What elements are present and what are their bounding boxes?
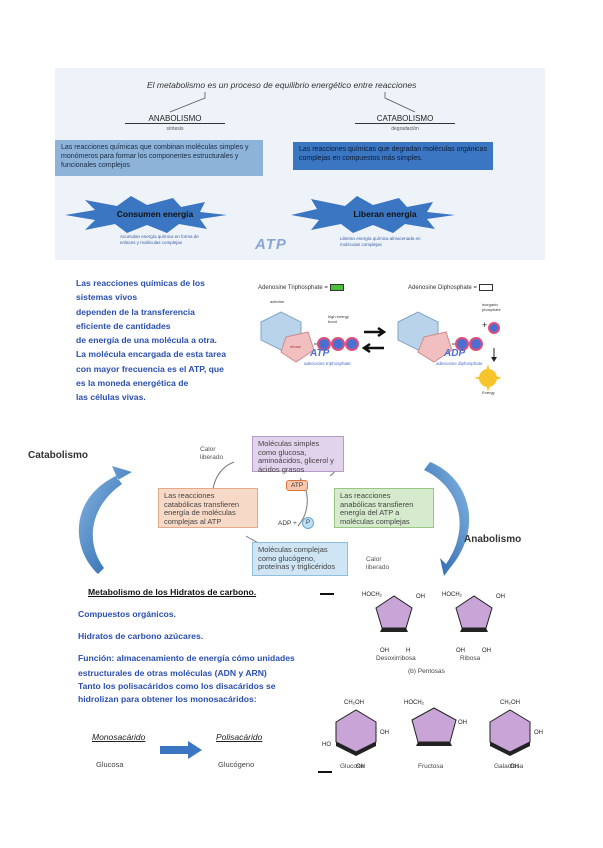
- galactosa-ring: [489, 709, 531, 756]
- monosacarido-label: Monosacárido: [92, 732, 146, 742]
- atp-text-line: Las reacciones químicas de los: [76, 278, 205, 288]
- ring-text: CH₂OH: [344, 700, 364, 706]
- pentoses-structures: HOCH₂ OH HOCH₂ OH OH OH H OH: [362, 592, 505, 654]
- cycle-atp-badge: ATP: [286, 480, 309, 491]
- metabolism-cycle-figure: Catabolismo Anabolismo Moléculas simples…: [0, 418, 603, 588]
- hex-galactosa-label: Galactosa: [494, 763, 524, 770]
- connector-lines: [169, 92, 416, 113]
- consumen-energia-label: Consumen energía: [116, 209, 194, 219]
- adenine-label: adenine: [270, 299, 285, 304]
- atp-text-line: es la moneda energética de: [76, 378, 189, 389]
- hex-glucosa-label: Glucosa: [340, 763, 364, 770]
- adp-diagram-title: Adenosine Diphosphate =: [408, 284, 493, 291]
- anabolismo-cycle-label: Anabolismo: [464, 534, 522, 545]
- atp-text-block: Las reacciones químicas de los sistemas …: [76, 276, 256, 405]
- decorative-dash: [318, 771, 332, 773]
- carbs-title: Metabolismo de los Hidratos de carbono.: [88, 587, 257, 597]
- atp-adp-diagram: Adenosine Triphosphate = Adenosine Dipho…: [256, 282, 516, 402]
- hexoses-structures: CH₂OH HOCH₂ CH₂OH HO OH OH OH OH OH: [322, 700, 543, 770]
- polisacarido-label: Polisacárido: [216, 732, 263, 742]
- ring-text: OH: [482, 648, 491, 654]
- ring-text: CH₂OH: [500, 700, 520, 706]
- ring-text: OH: [510, 764, 519, 770]
- inorganic-label: inorganic phosphate: [482, 302, 501, 312]
- metabolism-overview-figure: El metabolismo es un proceso de equilibr…: [55, 68, 545, 260]
- charged-battery-icon: [329, 284, 344, 291]
- right-arrow-icon: [160, 741, 202, 759]
- desoxirribosa-label: Desoxirribosa: [376, 655, 416, 662]
- adp-caption: ADP: [444, 348, 466, 359]
- anabolismo-note: Acumulan energía química en forma de enl…: [120, 234, 199, 245]
- atp-subcaption: adenosine triphosphate: [304, 361, 351, 366]
- glucosa-ring: [335, 709, 377, 756]
- carbs-line: estructurales de otras moléculas (ADN y …: [78, 668, 267, 678]
- atp-text-line: eficiente de cantidades: [76, 320, 171, 331]
- atp-molecule-drawing: +: [260, 311, 502, 392]
- atp-label: ATP: [255, 236, 287, 253]
- heat-released-top: Calor liberado: [200, 446, 224, 461]
- glucosa-label: Glucosa: [96, 760, 124, 769]
- adp-subcaption: adenosine diphosphate: [436, 361, 483, 366]
- decorative-dash: [320, 593, 334, 595]
- simple-molecules-box: Moléculas simples como glucosa, aminoáci…: [252, 436, 344, 474]
- carbs-line: Tanto los polisacáridos como los disacár…: [78, 681, 276, 691]
- atp-text-line: de energía de una molécula a otra.: [76, 335, 217, 346]
- glucogeno-label: Glucógeno: [218, 760, 255, 769]
- ring-text: HOCH₂: [404, 700, 425, 706]
- pentosas-caption: (b) Pentosas: [408, 668, 445, 675]
- ring-text: OH: [380, 730, 389, 736]
- ribosa-label: Ribosa: [460, 655, 481, 662]
- heat-released-bottom: Calor liberado: [366, 556, 390, 571]
- catabolismo-note: Liberan energía química almacenada en mo…: [340, 236, 421, 247]
- ring-text: OH: [380, 648, 389, 654]
- ring-text: OH: [356, 764, 365, 770]
- ring-text: OH: [534, 730, 543, 736]
- ring-text: HOCH₂: [362, 592, 383, 598]
- ring-text: OH: [458, 720, 467, 726]
- energy-bursts: [65, 196, 455, 233]
- energy-sun-icon: [474, 364, 502, 392]
- cycle-phosphate-badge: P: [302, 517, 314, 529]
- anabolic-reactions-box: Las reacciones anabólicas transfieren en…: [334, 488, 434, 528]
- fructosa-ring: [411, 707, 457, 746]
- ribosa-ring: [455, 595, 493, 632]
- anabolismo-description: Las reacciones químicas que combinan mol…: [55, 140, 263, 176]
- ring-text: OH: [456, 648, 465, 654]
- ring-text: HOCH₂: [442, 592, 463, 598]
- carbs-text-block: Compuestos orgánicos. Hidratos de carbon…: [78, 608, 308, 706]
- catabolismo-header: CATABOLISMO degradación: [355, 114, 455, 132]
- high-energy-label: high energy bond: [328, 314, 349, 324]
- ring-text: H: [406, 648, 410, 654]
- ribose-label: ribose: [290, 344, 301, 349]
- carbs-line: Compuestos orgánicos.: [78, 609, 176, 619]
- figure-title: El metabolismo es un proceso de equilibr…: [147, 80, 417, 90]
- svg-text:+: +: [482, 320, 487, 330]
- desoxirribosa-ring: [375, 595, 413, 632]
- atp-text-line: La molécula encargada de esta tarea: [76, 349, 226, 360]
- catabolismo-description: Las reacciones químicas que degradan mol…: [293, 142, 493, 170]
- carbs-line: Función: almacenamiento de energía cómo …: [78, 653, 295, 663]
- cycle-adp-label: ADP +: [278, 520, 297, 527]
- carbs-line: Hidratos de carbono azúcares.: [78, 631, 204, 641]
- ring-text: HO: [322, 742, 331, 748]
- catabolismo-cycle-label: Catabolismo: [28, 450, 89, 461]
- atp-text-line: dependen de la transferencia: [76, 306, 195, 317]
- atp-text-line: las células vivas.: [76, 392, 146, 403]
- atp-diagram-title: Adenosine Triphosphate =: [258, 284, 344, 291]
- ring-text: OH: [496, 594, 505, 600]
- anabolismo-header: ANABOLISMO síntesis: [125, 114, 225, 132]
- atp-text-line: con mayor frecuencia es el ATP, que: [76, 363, 224, 374]
- empty-battery-icon: [478, 284, 493, 291]
- energy-label: Energy: [482, 390, 495, 395]
- liberan-energia-label: Liberan energía: [353, 209, 417, 219]
- atp-text-line: sistemas vivos: [76, 292, 138, 303]
- carbs-line: hidrolizan para obtener los monosacárido…: [78, 694, 257, 704]
- atp-caption: ATP: [310, 348, 330, 359]
- complex-molecules-box: Moléculas complejas como glucógeno, prot…: [252, 542, 348, 576]
- ring-text: OH: [416, 594, 425, 600]
- hex-fructosa-label: Fructosa: [418, 763, 444, 770]
- catabolic-reactions-box: Las reacciones catabólicas transfieren e…: [158, 488, 258, 528]
